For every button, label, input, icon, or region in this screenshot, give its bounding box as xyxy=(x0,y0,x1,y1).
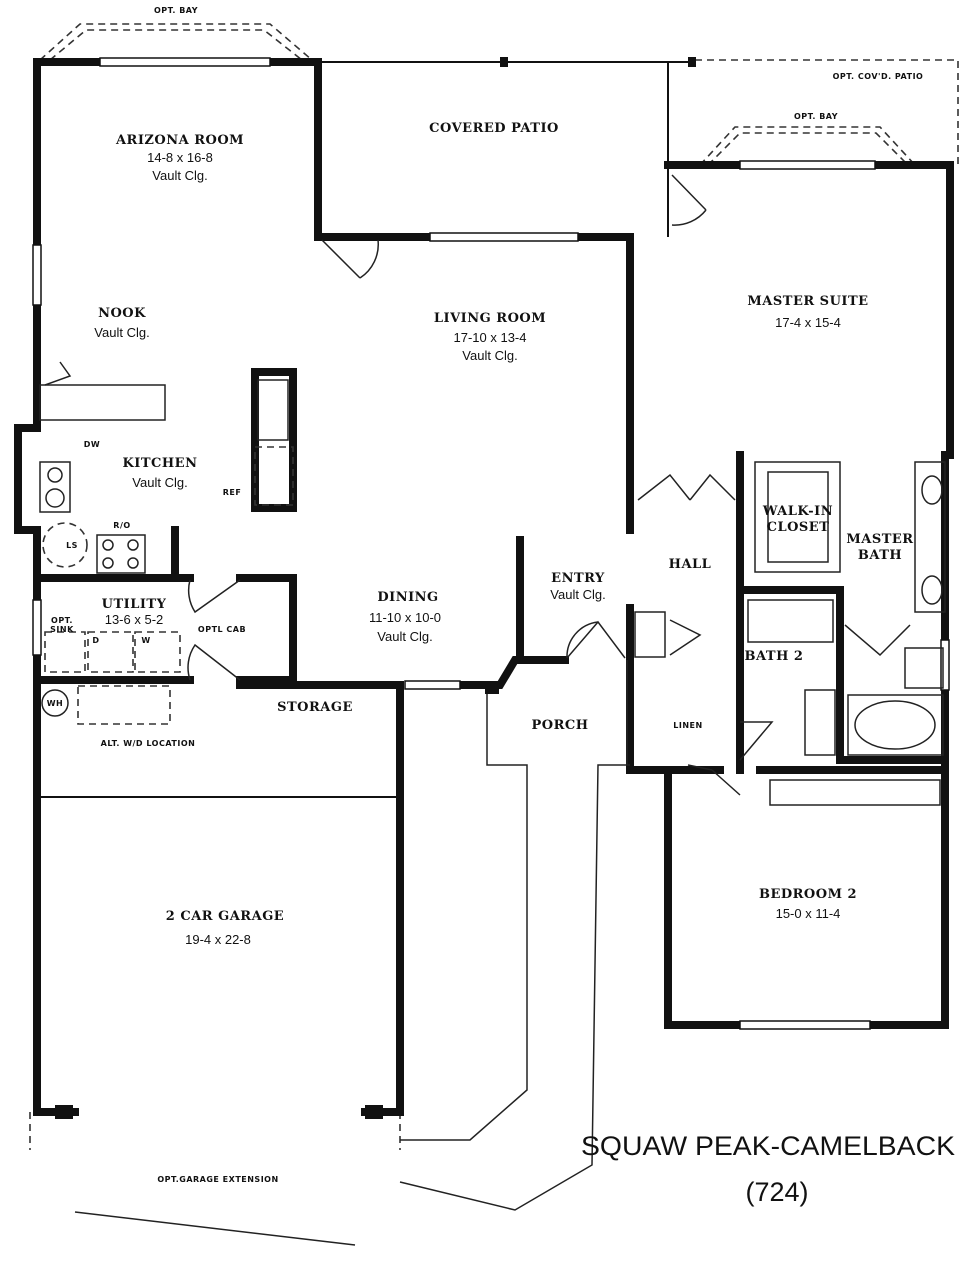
optional-covered-patio-outline xyxy=(695,59,959,165)
opt-sink-label-1: OPT. xyxy=(51,616,73,625)
utility-size: 13-6 x 5-2 xyxy=(105,612,164,627)
walls xyxy=(14,58,954,1116)
living-room-size: 17-10 x 13-4 xyxy=(454,330,527,345)
dining-label: DINING xyxy=(377,590,438,605)
garage-post-left xyxy=(55,1105,73,1119)
kitchen-note: Vault Clg. xyxy=(132,475,187,490)
utility-label: UTILITY xyxy=(102,597,167,612)
dishwasher-label: DW xyxy=(84,440,100,449)
fixtures xyxy=(39,379,946,806)
porch-label: PORCH xyxy=(531,718,588,733)
optional-bay-master xyxy=(699,126,916,166)
optional-garage-extension-outline xyxy=(29,1112,401,1150)
garage-extension-line xyxy=(74,1211,356,1246)
opt-sink-label-2: SINK xyxy=(50,625,74,634)
bath-2-label: BATH 2 xyxy=(745,649,804,664)
walk-in-closet-label-1: WALK-IN xyxy=(762,504,833,519)
plan-number: (724) xyxy=(745,1177,808,1207)
entry-label: ENTRY xyxy=(551,571,605,586)
bedroom-2-size: 15-0 x 11-4 xyxy=(776,906,841,921)
garage-post-right xyxy=(365,1105,383,1119)
storage-label: STORAGE xyxy=(277,700,353,715)
kitchen-label: KITCHEN xyxy=(123,456,198,471)
garage-label: 2 CAR GARAGE xyxy=(166,909,284,924)
master-bath-label-2: BATH xyxy=(858,548,902,563)
entry-note: Vault Clg. xyxy=(550,587,605,602)
walkway xyxy=(399,660,630,1211)
optl-cab-label: OPTL CAB xyxy=(198,625,246,634)
master-bath-label-1: MASTER xyxy=(846,532,913,547)
optional-bay-top xyxy=(39,23,313,61)
covered-patio-label: COVERED PATIO xyxy=(429,121,559,136)
living-room-note: Vault Clg. xyxy=(462,348,517,363)
windows xyxy=(32,57,950,1030)
dryer-label: D xyxy=(92,636,99,645)
lazy-susan-label: LS xyxy=(66,541,78,550)
alt-wd-location-label: ALT. W/D LOCATION xyxy=(101,739,196,748)
living-room-label: LIVING ROOM xyxy=(434,311,546,326)
arizona-room-size: 14-8 x 16-8 xyxy=(147,150,213,165)
bedroom-2-label: BEDROOM 2 xyxy=(759,887,857,902)
dining-size: 11-10 x 10-0 xyxy=(369,610,441,625)
arizona-room-label: ARIZONA ROOM xyxy=(115,133,244,148)
opt-covd-patio-label: OPT. COV'D. PATIO xyxy=(833,72,924,81)
plan-title: SQUAW PEAK-CAMELBACK xyxy=(581,1131,955,1161)
opt-bay-top-label: OPT. BAY xyxy=(154,6,198,15)
refrigerator-label: REF xyxy=(223,488,242,497)
master-suite-label: MASTER SUITE xyxy=(747,294,868,309)
range-oven-label: R/O xyxy=(113,521,130,530)
nook-label: NOOK xyxy=(98,306,146,321)
doors xyxy=(44,174,911,796)
opt-bay-master-label: OPT. BAY xyxy=(794,112,838,121)
linen-label: LINEN xyxy=(673,721,702,730)
master-suite-size: 17-4 x 15-4 xyxy=(775,315,841,330)
hall-label: HALL xyxy=(669,557,712,572)
dining-note: Vault Clg. xyxy=(377,629,432,644)
walk-in-closet-label-2: CLOSET xyxy=(767,520,830,535)
washer-label: W xyxy=(141,636,150,645)
covered-patio-outline xyxy=(318,57,696,237)
opt-garage-extension-label: OPT.GARAGE EXTENSION xyxy=(157,1175,278,1184)
nook-note: Vault Clg. xyxy=(94,325,149,340)
arizona-room-note: Vault Clg. xyxy=(152,168,207,183)
water-heater-label: WH xyxy=(47,699,64,708)
garage-size: 19-4 x 22-8 xyxy=(185,932,251,947)
